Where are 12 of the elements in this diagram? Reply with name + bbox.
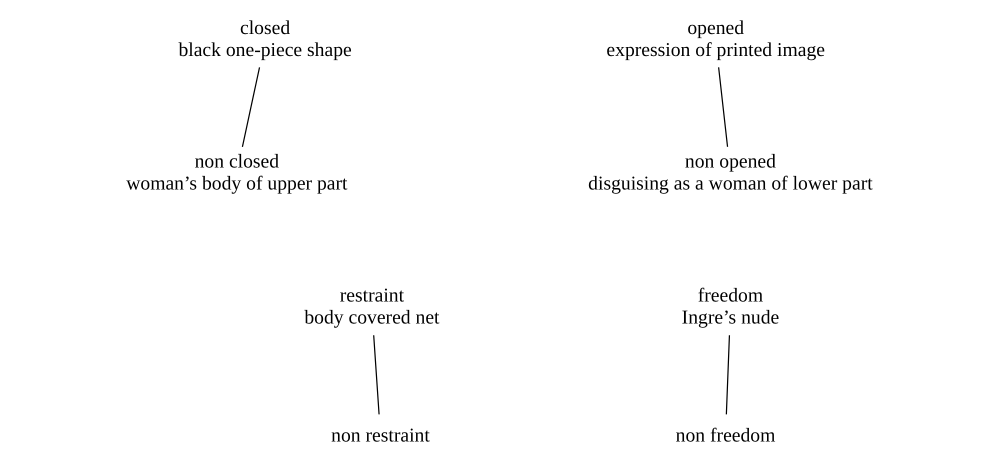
node-text: opened expression of printed image	[606, 16, 825, 61]
node-text: non restraint	[331, 424, 430, 446]
connector	[242, 67, 260, 147]
node-text: non opened disguising as a woman of lower part	[588, 150, 873, 195]
node-text: freedom Ingre’s nude	[682, 284, 780, 329]
node-text: non freedom	[676, 424, 776, 446]
node-text: closed black one-piece shape	[178, 16, 352, 61]
node-text: non closed woman’s body of upper part	[126, 150, 348, 195]
connector	[718, 67, 728, 147]
node-text: restraint body covered net	[304, 284, 440, 329]
connector	[373, 335, 380, 414]
connector	[726, 335, 730, 414]
